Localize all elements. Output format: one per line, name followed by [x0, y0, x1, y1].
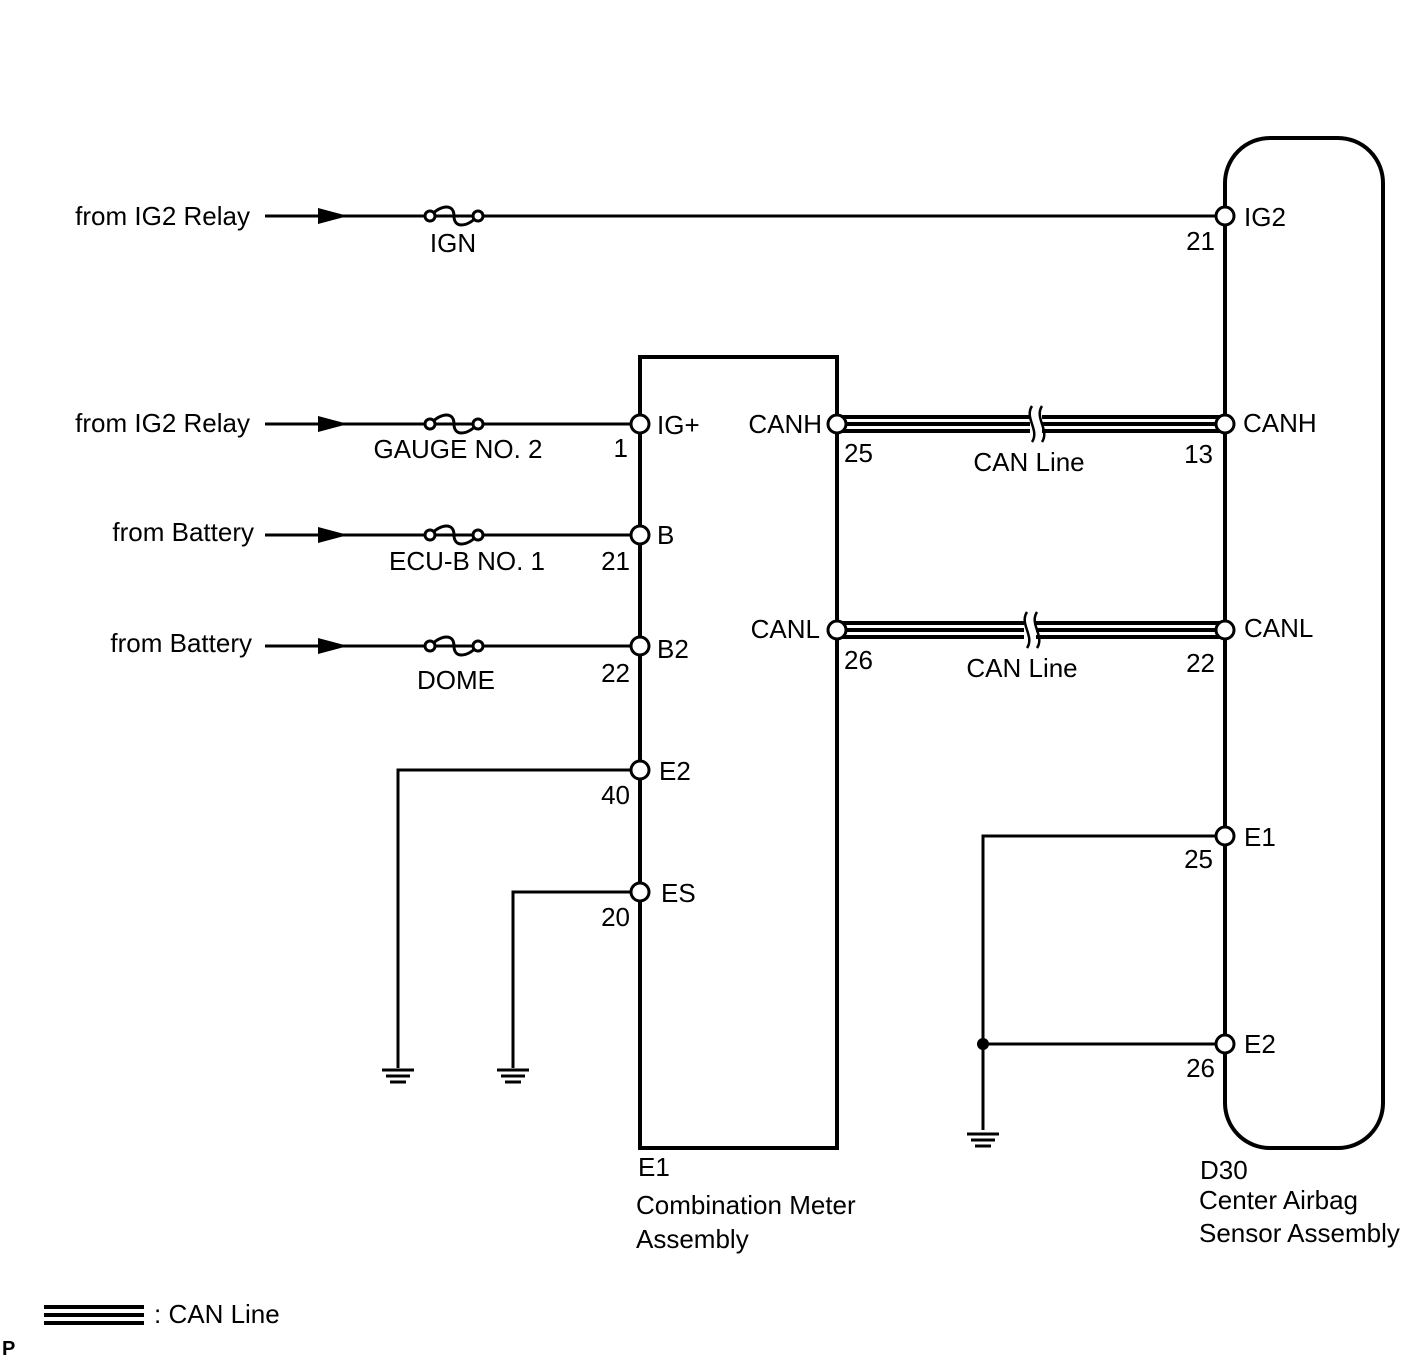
junction-dot — [977, 1038, 989, 1050]
pin-number: 26 — [844, 645, 873, 675]
d30-ground-wires — [967, 834, 1225, 1148]
d30-name-line1: Center Airbag — [1199, 1185, 1358, 1215]
e1-terminal-b2 — [629, 635, 651, 657]
input-wire-gauge — [265, 413, 640, 435]
e1-terminal-canh — [826, 413, 848, 435]
fuse-label: IGN — [430, 228, 476, 258]
fuse-icon — [423, 413, 485, 435]
d30-terminal-e1 — [1214, 825, 1236, 847]
source-label: from IG2 Relay — [75, 408, 250, 438]
pin-name: E2 — [659, 756, 691, 786]
pin-number: 40 — [601, 780, 630, 810]
pin-name: IG+ — [657, 410, 700, 440]
pin-name: CANL — [751, 614, 820, 644]
e1-terminal-ig — [629, 413, 651, 435]
fuse-label: ECU-B NO. 1 — [389, 546, 545, 576]
d30-terminal-ig2 — [1214, 205, 1236, 227]
can-line-label: CAN Line — [966, 653, 1077, 683]
d30-terminal-e2 — [1214, 1033, 1236, 1055]
pin-number: 1 — [614, 433, 628, 463]
d30-connector-code: D30 — [1200, 1155, 1248, 1185]
pin-name: ES — [661, 878, 696, 908]
pin-name: CANH — [1243, 408, 1317, 438]
pin-number: 13 — [1184, 439, 1213, 469]
pin-name: E2 — [1244, 1029, 1276, 1059]
input-wire-ecub — [265, 524, 640, 546]
footer-mark: P — [2, 1338, 15, 1360]
pin-number: 25 — [844, 438, 873, 468]
pin-name: B2 — [657, 634, 689, 664]
pin-name: CANL — [1244, 613, 1313, 643]
pin-number: 22 — [601, 658, 630, 688]
pin-name: B — [657, 520, 674, 550]
pin-number: 21 — [1186, 226, 1215, 256]
e1-terminal-e2 — [629, 759, 651, 781]
e1-terminal-b — [629, 524, 651, 546]
input-wire-ign — [265, 205, 1225, 227]
ground-icon — [382, 1068, 414, 1084]
pin-name: E1 — [1244, 822, 1276, 852]
can-line-low — [837, 611, 1225, 649]
e1-terminal-canl — [826, 619, 848, 641]
pin-number: 21 — [601, 546, 630, 576]
source-label: from Battery — [112, 517, 254, 547]
d30-name-line2: Sensor Assembly — [1199, 1218, 1400, 1248]
pin-number: 20 — [601, 902, 630, 932]
pin-name: IG2 — [1244, 202, 1286, 232]
can-line-label: CAN Line — [973, 447, 1084, 477]
can-line-high — [837, 405, 1225, 443]
ground-icon — [967, 1132, 999, 1148]
pin-number: 25 — [1184, 844, 1213, 874]
fuse-icon — [423, 524, 485, 546]
pin-number: 26 — [1186, 1053, 1215, 1083]
fuse-icon — [423, 205, 485, 227]
arrow-icon — [318, 416, 348, 432]
d30-center-airbag-sensor-box — [1223, 136, 1385, 1150]
fuse-label: DOME — [417, 665, 495, 695]
legend-can-line-symbol — [44, 1305, 144, 1325]
e1-terminal-es — [629, 881, 651, 903]
e1-name-line2: Assembly — [636, 1224, 749, 1254]
fuse-label: GAUGE NO. 2 — [373, 434, 542, 464]
pin-number: 22 — [1186, 648, 1215, 678]
e1-name-line1: Combination Meter — [636, 1190, 856, 1220]
source-label: from Battery — [110, 628, 252, 658]
fuse-icon — [423, 635, 485, 657]
e1-combination-meter-box — [638, 355, 839, 1150]
pin-name: CANH — [748, 409, 822, 439]
ground-icon — [497, 1068, 529, 1084]
d30-terminal-canh — [1214, 413, 1236, 435]
source-label: from IG2 Relay — [75, 201, 250, 231]
legend-label: : CAN Line — [154, 1299, 280, 1329]
arrow-icon — [318, 638, 348, 654]
e1-connector-code: E1 — [638, 1152, 670, 1182]
input-wire-dome — [265, 635, 640, 657]
arrow-icon — [318, 527, 348, 543]
d30-terminal-canl — [1214, 619, 1236, 641]
e1-ground-wires — [382, 768, 640, 1084]
arrow-icon — [318, 208, 348, 224]
